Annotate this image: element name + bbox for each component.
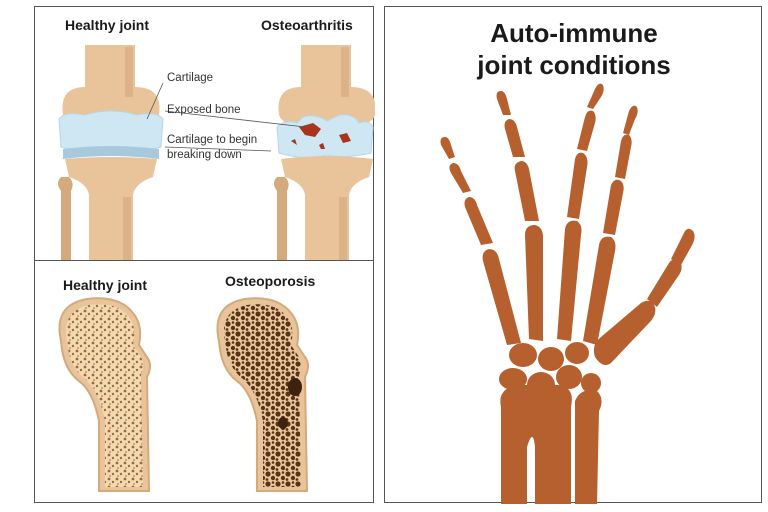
healthy-bone-heading: Healthy joint [63, 277, 148, 293]
osteoporosis-heading: Osteoporosis [225, 273, 316, 289]
carpal-bone [538, 347, 564, 371]
ring-middle [504, 119, 525, 157]
index-distal [623, 105, 638, 135]
healthy-meniscus [63, 146, 159, 159]
osteoporosis-panel: Healthy joint Osteoporosis [34, 260, 374, 503]
osteoarthritis-heading: Osteoarthritis [261, 17, 353, 33]
cartilage-breaking-callout-line2: breaking down [167, 149, 242, 161]
thumb-metacarpal [593, 300, 656, 365]
middle-proximal [567, 152, 588, 219]
healthy-tibia-top [65, 157, 157, 195]
little-metacarpal [482, 249, 521, 345]
osteoporotic-femur [216, 297, 309, 492]
callout-leader-lines [146, 82, 306, 152]
carpal-bone [556, 365, 582, 389]
osteoarthritic-knee [274, 45, 375, 261]
ring-proximal [514, 161, 539, 221]
knee-joint-illustration [58, 45, 375, 261]
hand-panel: Auto-immune joint conditions [384, 6, 762, 504]
carpal-bone [509, 343, 537, 367]
healthy-fibula [58, 177, 73, 261]
index-metacarpal [583, 236, 616, 345]
carpal-bone [565, 342, 589, 364]
cartilage-breaking-callout-line1: Cartilage to begin [167, 134, 258, 146]
little-distal [440, 137, 455, 159]
ring-distal [496, 91, 511, 115]
ulna [575, 390, 602, 504]
healthy-joint-heading: Healthy joint [65, 17, 150, 33]
oa-fibula [274, 177, 289, 261]
hand-title-line2: joint conditions [477, 50, 671, 80]
index-proximal [603, 179, 624, 235]
little-proximal [464, 197, 493, 245]
healthy-knee [58, 45, 164, 261]
middle-metacarpal [557, 220, 582, 341]
index-middle [615, 134, 632, 179]
oa-tibia-top [281, 156, 373, 195]
healthy-cartilage [58, 110, 164, 153]
hand-title-line1: Auto-immune [490, 18, 658, 48]
femur-bone-illustration [58, 297, 309, 492]
carpal-bone [527, 372, 555, 398]
healthy-femur [58, 297, 151, 492]
thumb-phalanx [647, 259, 682, 307]
osteoarthritis-panel: Healthy joint Osteoarthritis [34, 6, 375, 261]
middle-distal [587, 83, 604, 109]
carpal-bone [499, 368, 527, 390]
cartilage-callout: Cartilage [167, 72, 214, 84]
oa-lesion-small [339, 133, 351, 143]
carpal-bone [581, 373, 601, 393]
hand-skeleton-illustration [440, 83, 695, 504]
ring-metacarpal [525, 225, 543, 341]
forearm-bones [500, 385, 572, 504]
hand-bones [440, 83, 695, 504]
exposed-bone-callout: Exposed bone [167, 104, 241, 116]
thumb-tip [671, 228, 695, 265]
oa-exposed-bone-lesion [299, 123, 321, 137]
middle-middle [577, 110, 596, 151]
oa-worn-cartilage [276, 114, 374, 159]
little-middle [449, 163, 471, 193]
